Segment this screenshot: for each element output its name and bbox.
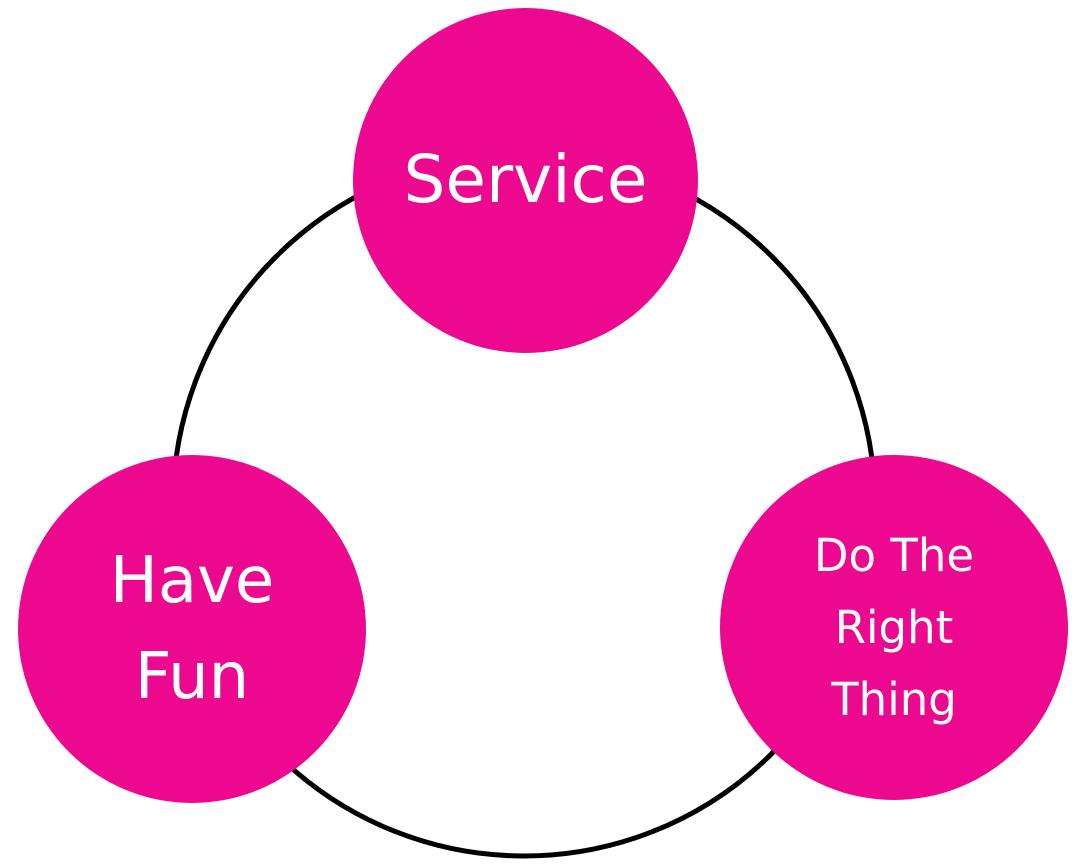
node-do-the-right-thing-label: Do The Right Thing <box>813 528 975 726</box>
node-do-the-right-thing: Do The Right Thing <box>720 455 1068 800</box>
node-have-fun: Have Fun <box>18 455 366 803</box>
node-service: Service <box>353 8 698 353</box>
node-service-label: Service <box>403 141 648 219</box>
node-have-fun-label: Have Fun <box>109 544 275 714</box>
